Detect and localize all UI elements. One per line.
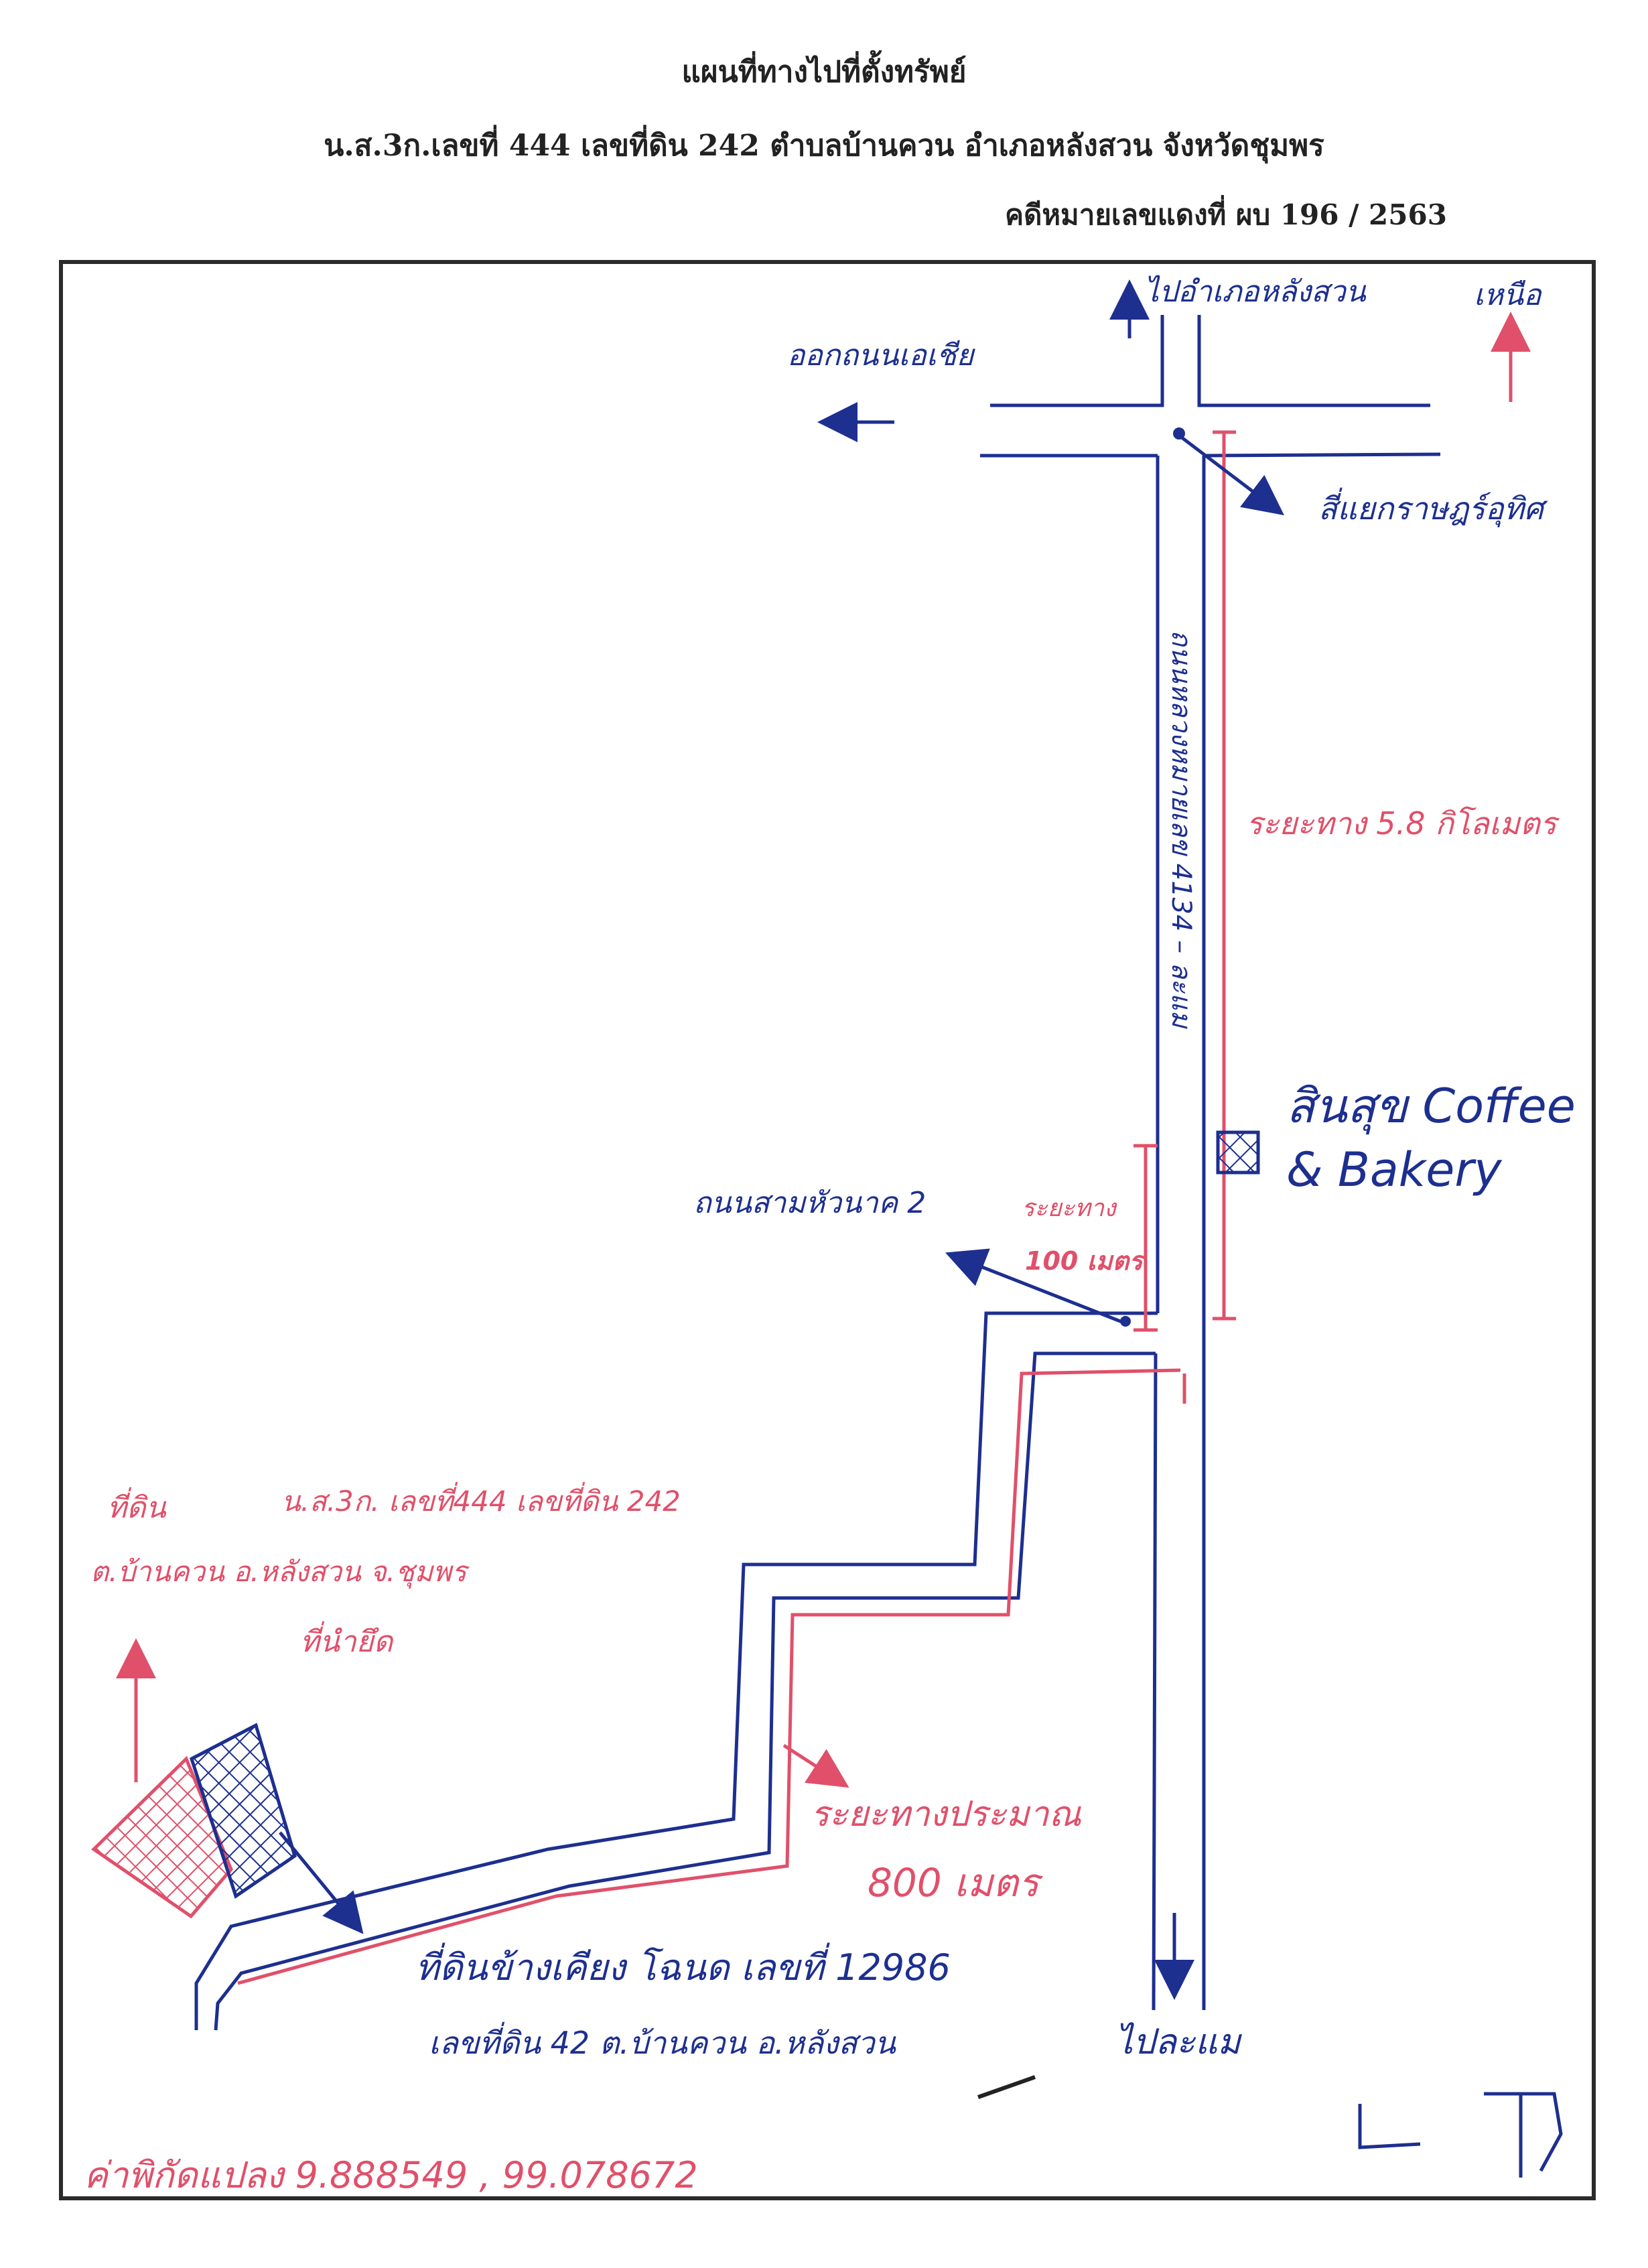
side-road-arrow xyxy=(945,1248,1126,1325)
case-number: คดีหมายเลขแดงที่ ผบ 196 / 2563 xyxy=(1005,198,1447,231)
approx-distance-label: ระยะทางประมาณ xyxy=(811,1794,1081,1835)
side-distance-label: ระยะทาง xyxy=(1022,1195,1117,1222)
side-road-dot xyxy=(1120,1316,1131,1327)
signature-mark xyxy=(1358,2092,1563,2178)
pointers xyxy=(279,279,1284,2000)
to-highway-label: ออกถนนเอเชีย xyxy=(787,338,976,373)
side-distance-value: 100 เมตร xyxy=(1025,1246,1146,1276)
main-road-label: ถนนหลวงหมายเลข 4134 – ละแม xyxy=(1166,630,1196,1030)
property-label-3: ต.บ้านควน อ.หลังสวน จ.ชุมพร xyxy=(90,1555,470,1589)
map-frame xyxy=(59,260,1596,2200)
intersection-label: สี่แยกราษฎร์อุทิศ xyxy=(1318,487,1548,527)
side-road-label: ถนนสามหัวนาค 2 xyxy=(693,1186,926,1220)
neighbor-parcel xyxy=(189,1723,297,1899)
north-label: เหนือ xyxy=(1474,278,1542,312)
road-network xyxy=(194,315,1441,2031)
map-title: แผนที่ทางไปที่ตั้งทรัพย์ xyxy=(681,55,967,89)
landmark-label-1: สินสุข Coffee xyxy=(1286,1079,1576,1135)
neighbor-label-2: เลขที่ดิน 42 ต.บ้านควน อ.หลังสวน xyxy=(429,2021,897,2061)
landmark-label-2: & Bakery xyxy=(1286,1142,1503,1197)
intersection-dot xyxy=(1173,427,1185,440)
property-label-1: ที่ดิน xyxy=(107,1487,167,1525)
main-road-left-edge-lower xyxy=(1152,1353,1158,2011)
to-lamae-label: ไปละแม xyxy=(1115,2022,1242,2062)
side-road-inner-edge xyxy=(214,1351,1156,2031)
intersection-arrow xyxy=(1178,434,1284,516)
approx-distance-value: 800 เมตร xyxy=(868,1860,1044,1906)
property-label-4: ที่นำยึด xyxy=(300,1621,395,1659)
pen-stroke xyxy=(977,2075,1036,2099)
coordinates-label: ค่าพิกัดแปลง 9.888549 , 99.078672 xyxy=(84,2154,698,2196)
main-distance-label: ระยะทาง 5.8 กิโลเมตร xyxy=(1246,805,1560,842)
approx-route-line xyxy=(237,1368,1181,1985)
neighbor-label-1: ที่ดินข้างเคียง โฉนด เลขที่ 12986 xyxy=(415,1942,951,1989)
top-road-lower-edge xyxy=(980,452,1441,458)
side-road-outer-edge xyxy=(194,1311,1158,2030)
to-district-label: ไปอำเภอหลังสวน xyxy=(1144,275,1367,309)
top-road-upper-edge xyxy=(990,315,1430,407)
approx-route-pointer xyxy=(782,1743,849,1788)
deed-line: น.ส.3ก.เลขที่ 444 เลขที่ดิน 242 ตำบลบ้าน… xyxy=(324,129,1324,163)
property-label-2: น.ส.3ก. เลขที่444 เลขที่ดิน 242 xyxy=(281,1481,681,1518)
landmark-marker xyxy=(1216,1130,1260,1175)
